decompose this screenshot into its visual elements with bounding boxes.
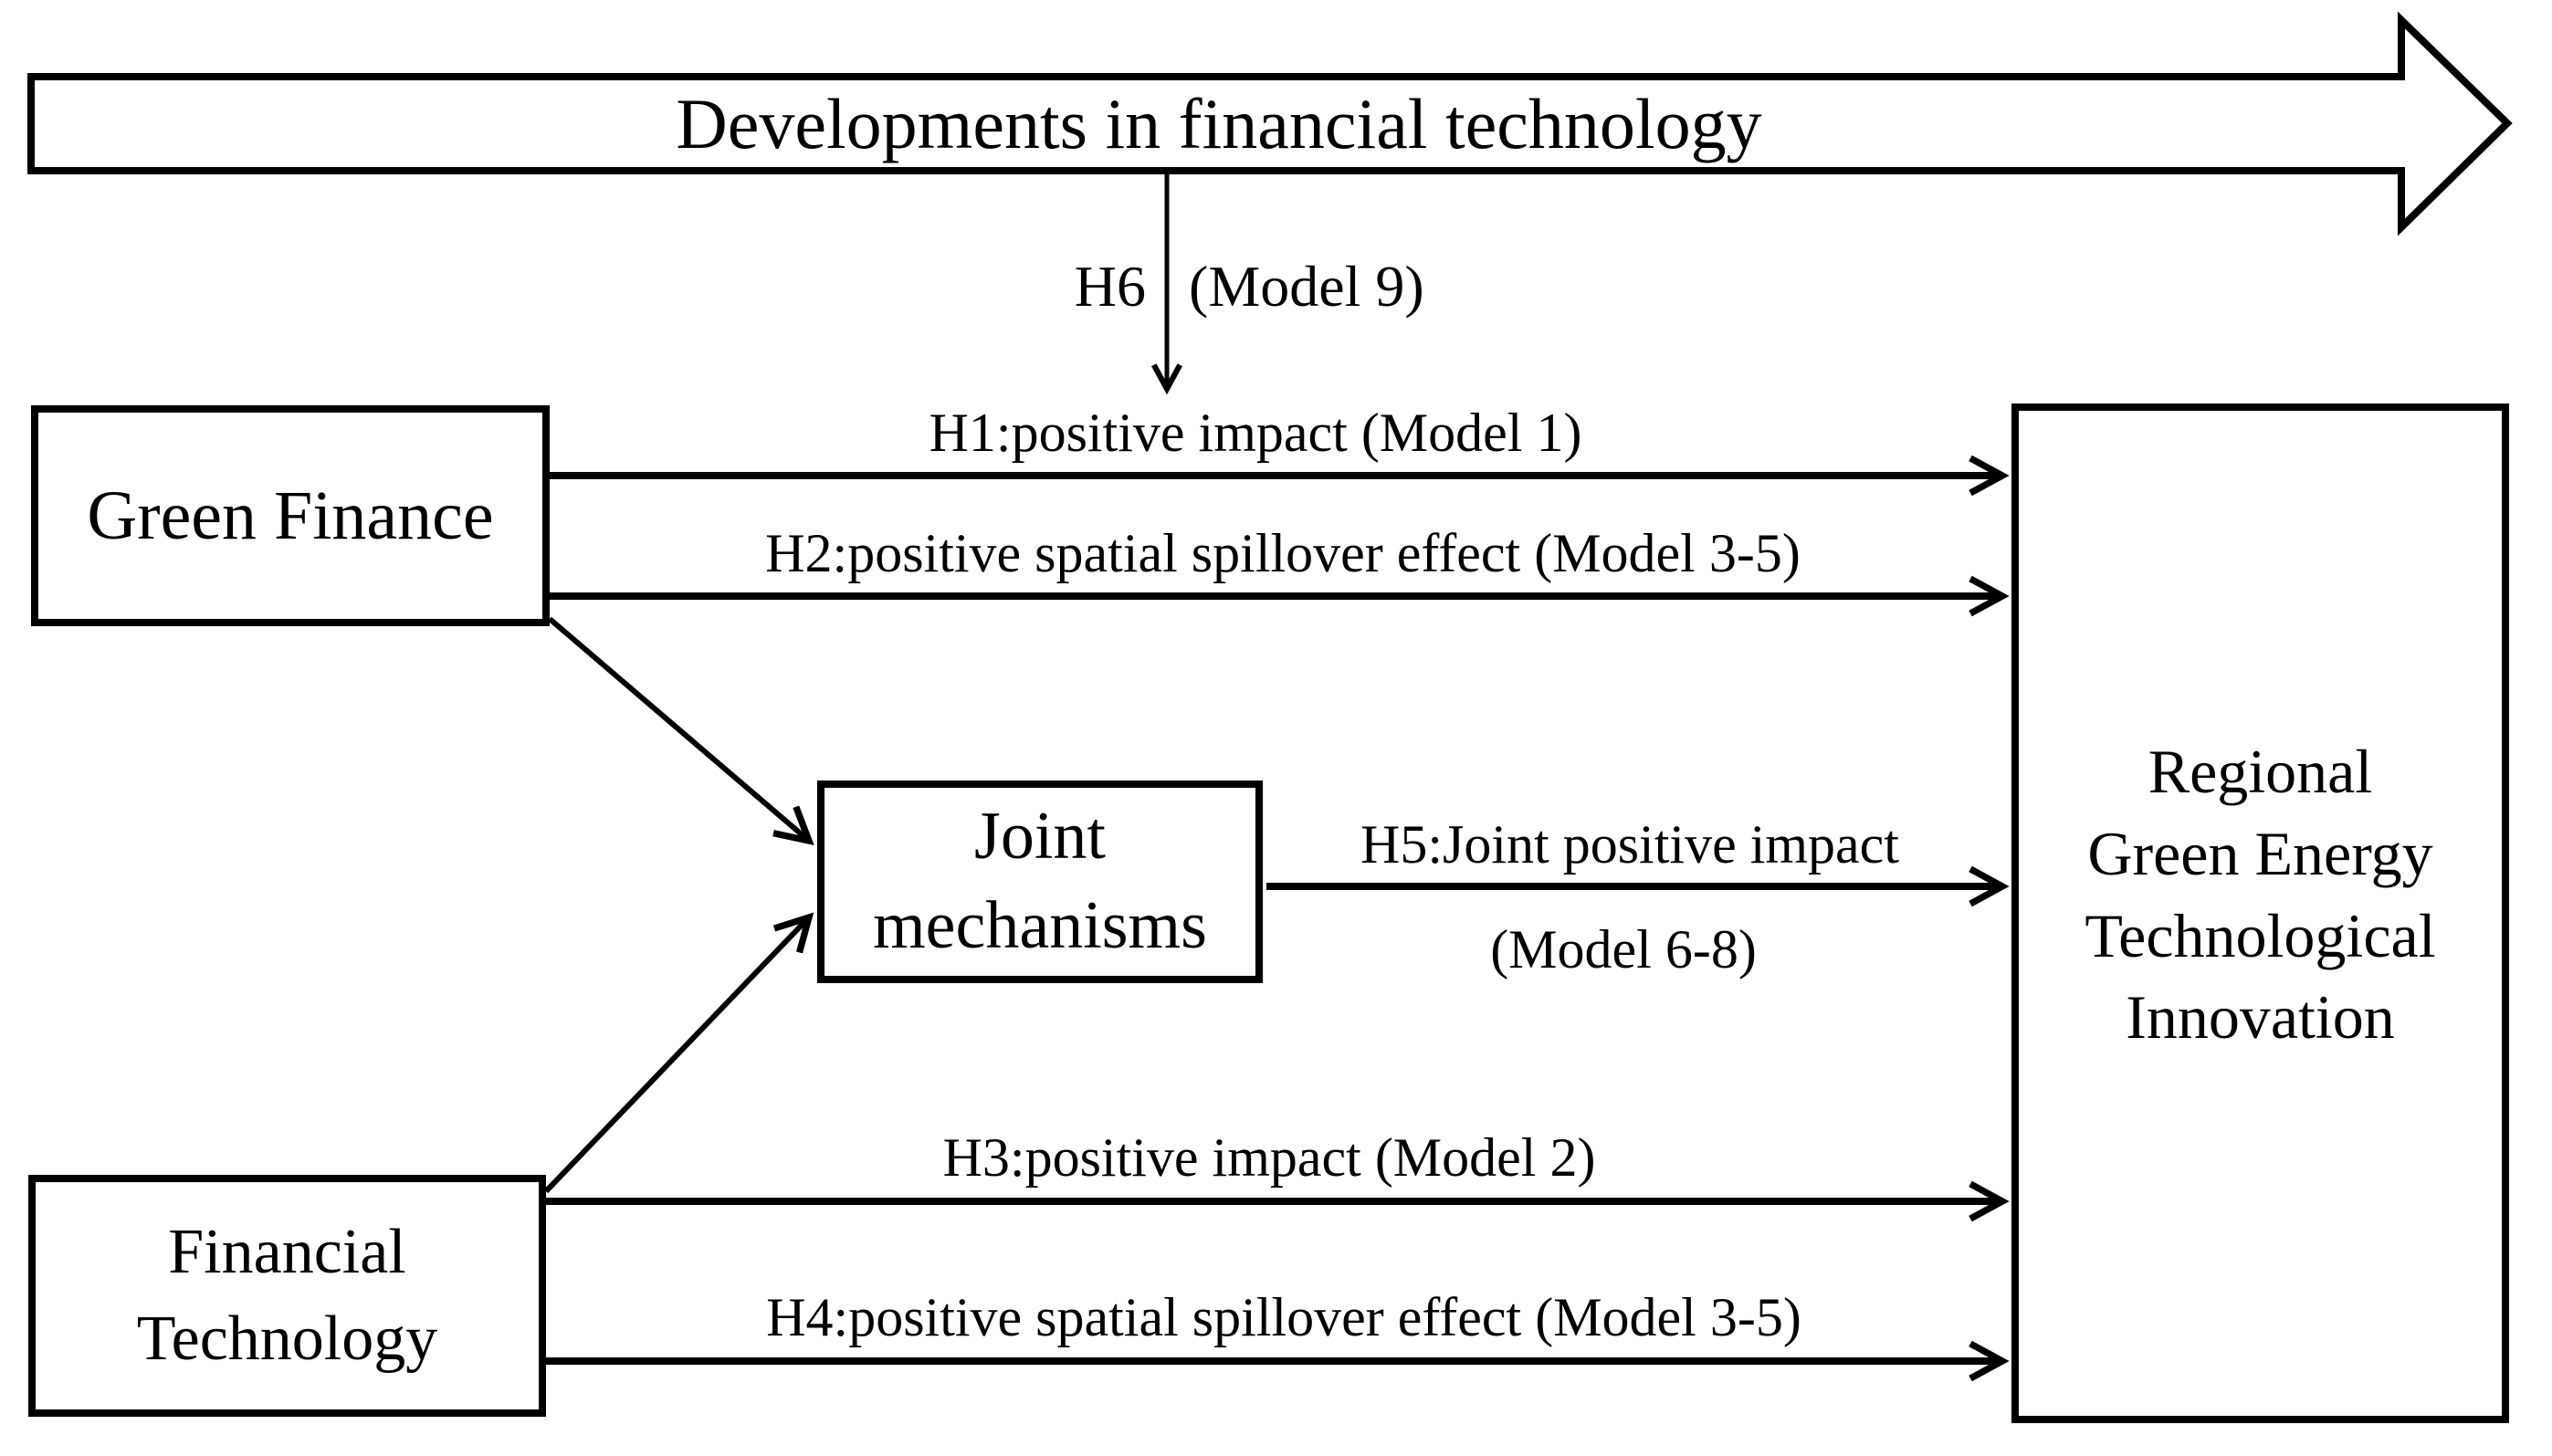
innovation-line-3: Technological [2085,900,2436,970]
financial-technology-box [28,1175,546,1417]
h6-label: H6 [1074,254,1146,319]
innovation-box-label: Regional Green Energy Technological Inno… [2011,385,2509,1405]
financial-technology-line-1: Financial [168,1217,406,1287]
green-finance-to-joint-arrow [548,616,814,845]
financial-technology-to-joint-arrow [543,912,814,1194]
innovation-line-1: Regional [2148,737,2373,806]
h4-arrow-label: H4:positive spatial spillover effect (Mo… [766,1286,1801,1347]
green-finance-box [31,405,550,626]
h3-arrow-label: H3:positive impact (Model 2) [942,1126,1596,1188]
joint-mechanisms-line-2: mechanisms [873,888,1207,963]
financial-technology-box-label: Financial Technology [28,1175,546,1417]
h2-arrow-label: H2:positive spatial spillover effect (Mo… [765,522,1801,583]
financial-technology-line-2: Technology [136,1303,438,1374]
innovation-box [2011,403,2509,1423]
joint-mechanisms-line-1: Joint [974,799,1106,875]
fintech-development-banner-arrow [27,11,2513,236]
green-finance-box-label: Green Finance [87,477,494,554]
h5-arrow-label: H5:Joint positive impact [1360,813,1899,875]
joint-mechanisms-box [817,780,1263,983]
h6-model-label: (Model 9) [1189,254,1424,319]
innovation-line-2: Green Energy [2087,818,2433,888]
h5-model-label: (Model 6-8) [1490,918,1757,979]
h1-arrow-label: H1:positive impact (Model 1) [929,402,1582,463]
joint-mechanisms-box-label: Joint mechanisms [817,780,1263,983]
banner-label: Developments in financial technology [676,84,1762,163]
innovation-line-4: Innovation [2126,982,2395,1053]
